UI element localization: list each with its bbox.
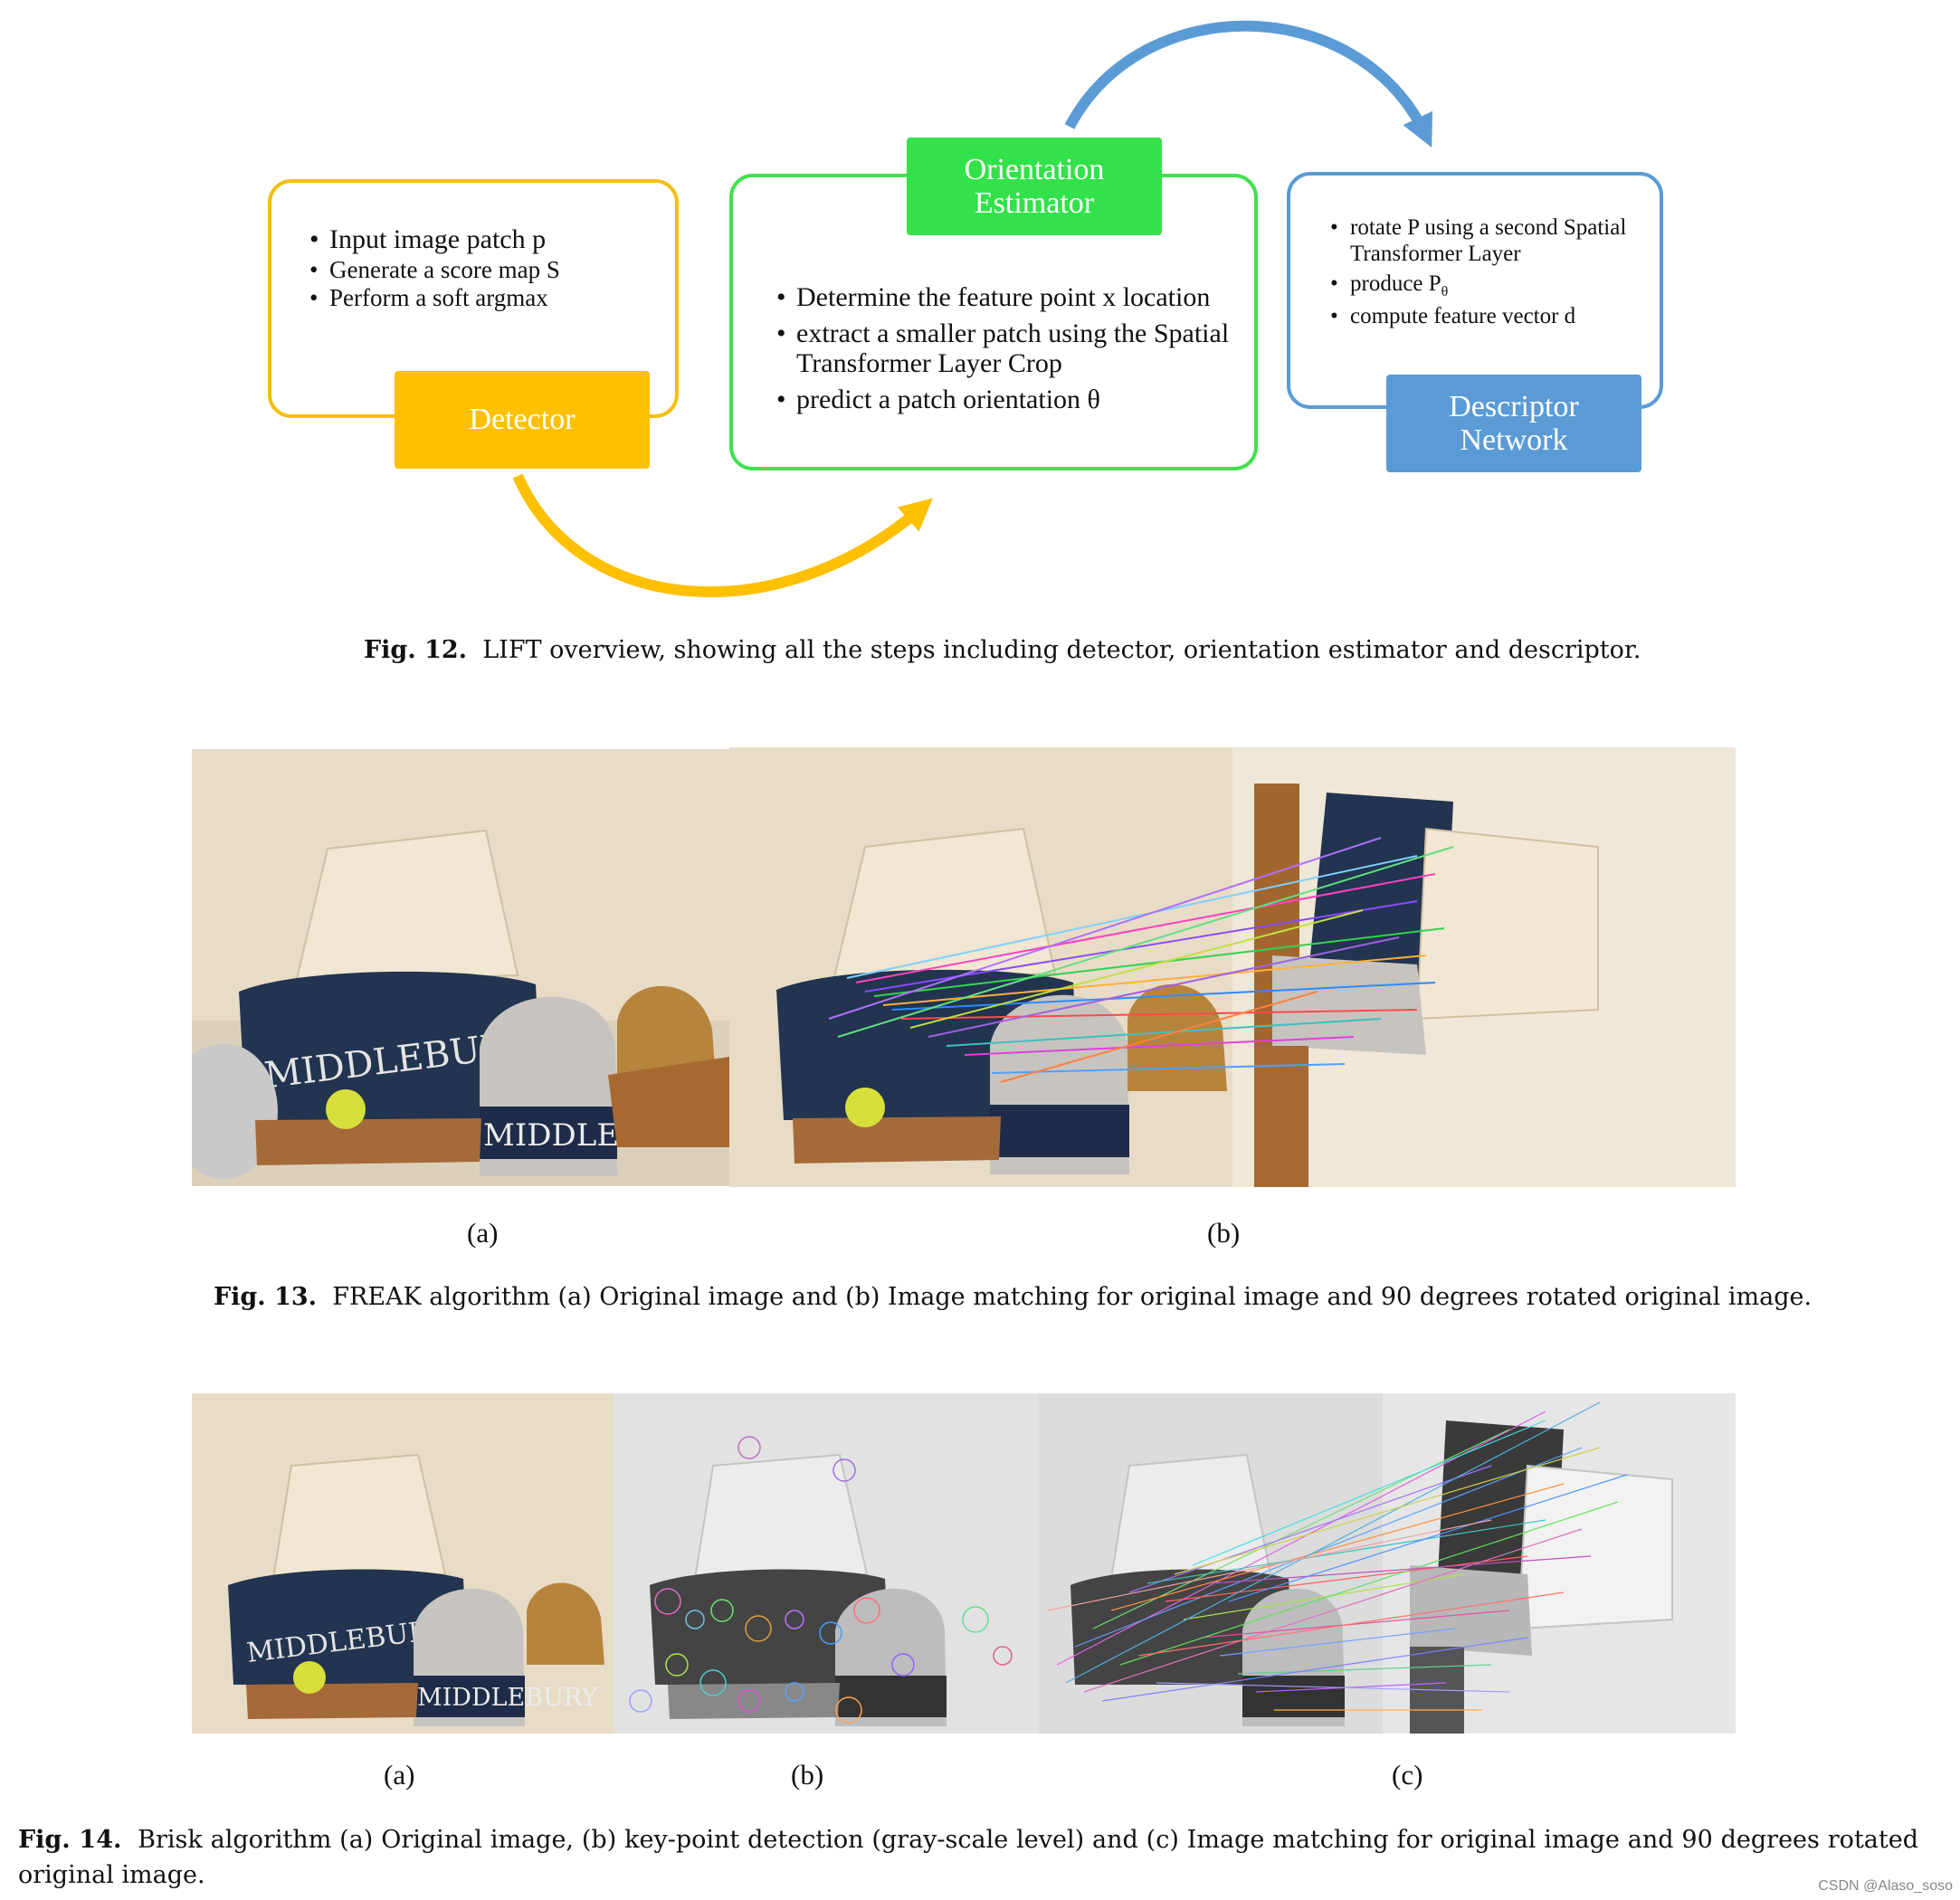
orientation-bullet: predict a patch orientation θ: [776, 385, 1247, 415]
descriptor-bullet: rotate P using a second Spatial Transfor…: [1330, 215, 1656, 268]
detector-bullet: Input image patch p: [309, 224, 671, 256]
fig13-matching-image: [729, 747, 1736, 1187]
orientation-label: Orientation Estimator: [907, 138, 1162, 235]
hat-text: MIDDLEBURY: [417, 1684, 598, 1712]
descriptor-label: Descriptor Network: [1386, 375, 1641, 472]
watermark: CSDN @Alaso_soso: [1818, 1878, 1953, 1894]
caption-text: FREAK algorithm (a) Original image and (…: [332, 1283, 1813, 1311]
figure-12-caption: Fig. 12. LIFT overview, showing all the …: [364, 636, 1641, 664]
caption-label: Fig. 13.: [214, 1283, 318, 1311]
figure-14-caption: Fig. 14. Brisk algorithm (a) Original im…: [18, 1822, 1918, 1893]
orientation-label-line1: Orientation: [964, 152, 1105, 186]
detector-box: Input image patch p Generate a score map…: [268, 179, 679, 418]
fig13-sublabel-a: (a): [467, 1217, 499, 1249]
orientation-label-line2: Estimator: [974, 186, 1095, 220]
detector-bullet: Generate a score map S: [309, 256, 671, 285]
orientation-bullet: Determine the feature point x location: [776, 282, 1247, 313]
arrow-detector-to-orientation: [512, 473, 933, 598]
descriptor-box: rotate P using a second Spatial Transfor…: [1287, 172, 1663, 409]
orientation-bullet: extract a smaller patch using the Spatia…: [776, 318, 1247, 379]
descriptor-bullet: compute feature vector d: [1330, 304, 1656, 330]
descriptor-bullet-text: produce P: [1350, 271, 1441, 296]
descriptor-bullet: produce Pθ: [1330, 271, 1656, 300]
descriptor-label-line1: Descriptor: [1449, 389, 1579, 423]
detector-bullet: Perform a soft argmax: [309, 284, 671, 313]
theta-subscript: θ: [1441, 283, 1449, 299]
descriptor-label-line2: Network: [1460, 423, 1568, 457]
figure-13-caption: Fig. 13. FREAK algorithm (a) Original im…: [214, 1283, 1812, 1311]
flow-arrows: [512, 20, 1432, 598]
fig14-original-image: MIDDLEBURY MIDDLEBURY: [192, 1393, 614, 1734]
fig14-matching-image: [1039, 1393, 1736, 1734]
caption-label: Fig. 12.: [364, 636, 468, 664]
detector-label: Detector: [395, 371, 650, 469]
fig14-keypoint-image: [614, 1393, 1039, 1734]
figure-12-lift-overview: Input image patch p Generate a score map…: [0, 0, 1960, 688]
fig13-original-image: MIDDLEBURY MIDDLEBURY: [192, 749, 729, 1186]
arrow-orientation-to-descriptor: [1064, 20, 1432, 147]
fig14-sublabel-b: (b): [791, 1759, 824, 1791]
caption-text: Brisk algorithm (a) Original image, (b) …: [18, 1826, 1918, 1890]
fig14-sublabel-a: (a): [384, 1759, 415, 1791]
caption-label: Fig. 14.: [18, 1826, 122, 1854]
fig14-sublabel-c: (c): [1392, 1759, 1423, 1791]
caption-text: LIFT overview, showing all the steps inc…: [482, 636, 1641, 664]
fig13-sublabel-b: (b): [1207, 1217, 1241, 1249]
